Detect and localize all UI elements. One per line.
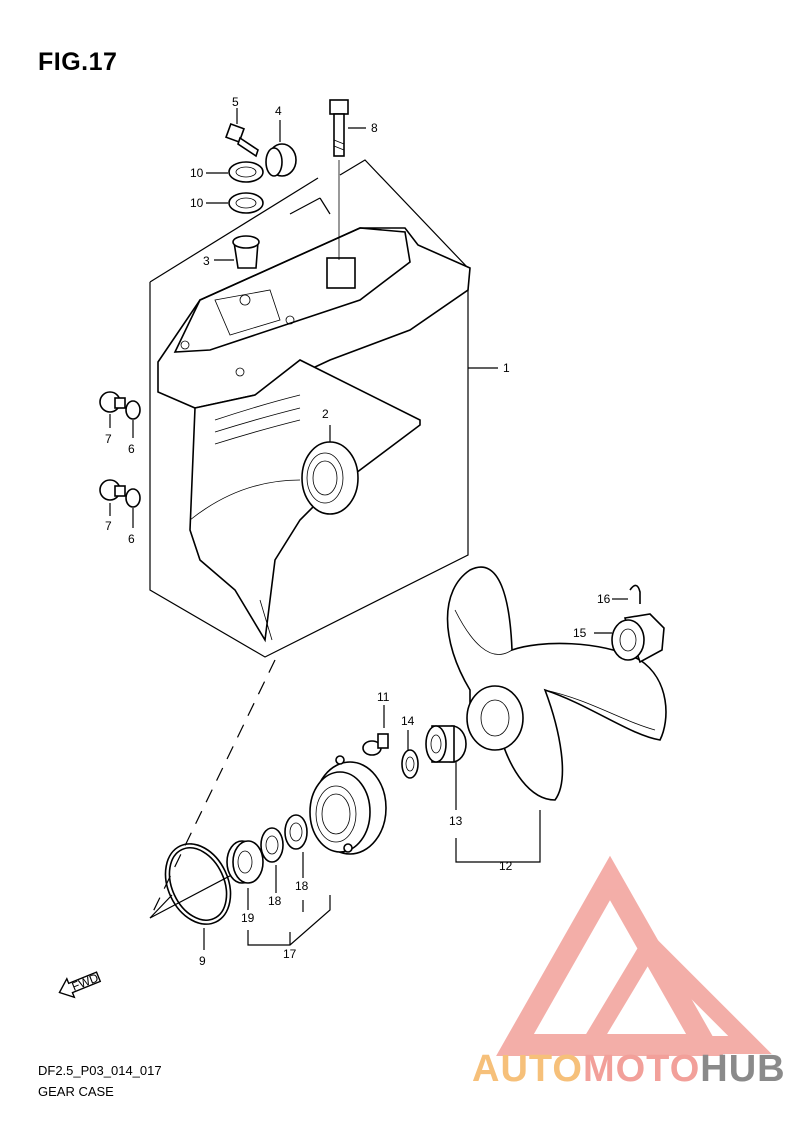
gear-case-outline: [149, 159, 469, 658]
thrust-washer: [401, 730, 419, 779]
drain-screw-lower: [99, 479, 141, 528]
bracket: [455, 830, 541, 863]
watermark-moto: MOTO: [582, 1048, 701, 1090]
bracket: [247, 895, 331, 946]
callout-10b: 10: [190, 196, 204, 210]
fwd-label: FWD: [70, 970, 101, 993]
watermark-text: AUTOMOTOHUB: [472, 1048, 786, 1091]
callout-12: 12: [499, 859, 513, 873]
callout-labels: 1 2 3 4 5 6 6 7 7 8 9 10 10 11 12 13 14 …: [105, 95, 611, 968]
bolt-long: [329, 99, 366, 260]
oil-seal-upper: [206, 161, 264, 183]
cotter-pin: [612, 584, 641, 604]
watermark-hub: HUB: [700, 1048, 786, 1090]
drain-screw-upper: [99, 391, 141, 438]
callout-8: 8: [371, 121, 378, 135]
callout-4: 4: [275, 104, 282, 118]
oil-seal-b: [284, 814, 308, 878]
callout-18b: 18: [295, 879, 309, 893]
propeller: [446, 566, 667, 830]
needle-bearing: [226, 840, 264, 910]
callout-17: 17: [283, 947, 297, 961]
callout-13: 13: [449, 814, 463, 828]
bolt: [225, 108, 259, 158]
propeller-bush: [425, 725, 467, 810]
bush: [265, 120, 297, 177]
callout-6a: 6: [128, 442, 135, 456]
callout-7b: 7: [105, 519, 112, 533]
callout-2: 2: [322, 407, 329, 421]
diagram-code: DF2.5_P03_014_017: [38, 1063, 162, 1078]
callout-9: 9: [199, 954, 206, 968]
callout-15: 15: [573, 626, 587, 640]
callout-1: 1: [503, 361, 510, 375]
o-ring: [164, 843, 232, 950]
callout-6b: 6: [128, 532, 135, 546]
diagram-name: GEAR CASE: [38, 1084, 114, 1099]
callout-11: 11: [377, 690, 390, 704]
figure-title: FIG.17: [38, 48, 118, 76]
callout-18a: 18: [268, 894, 282, 908]
callout-16: 16: [597, 592, 611, 606]
forward-direction-arrow: FWD: [58, 970, 102, 999]
callout-5: 5: [232, 95, 239, 109]
callout-14: 14: [401, 714, 415, 728]
callout-10a: 10: [190, 166, 204, 180]
callout-19: 19: [241, 911, 255, 925]
watermark-logo: [496, 855, 772, 1056]
propeller-shaft-housing: [309, 755, 387, 855]
screw: [362, 705, 389, 756]
callout-3: 3: [203, 254, 210, 268]
propeller-nut: [594, 613, 665, 664]
gear-case-body: [157, 227, 471, 643]
watermark-auto: AUTO: [472, 1048, 583, 1090]
oil-seal-a: [260, 827, 284, 893]
oil-seal-lower: [206, 192, 264, 214]
callout-7a: 7: [105, 432, 112, 446]
plug: [214, 235, 260, 269]
bearing: [301, 425, 359, 515]
